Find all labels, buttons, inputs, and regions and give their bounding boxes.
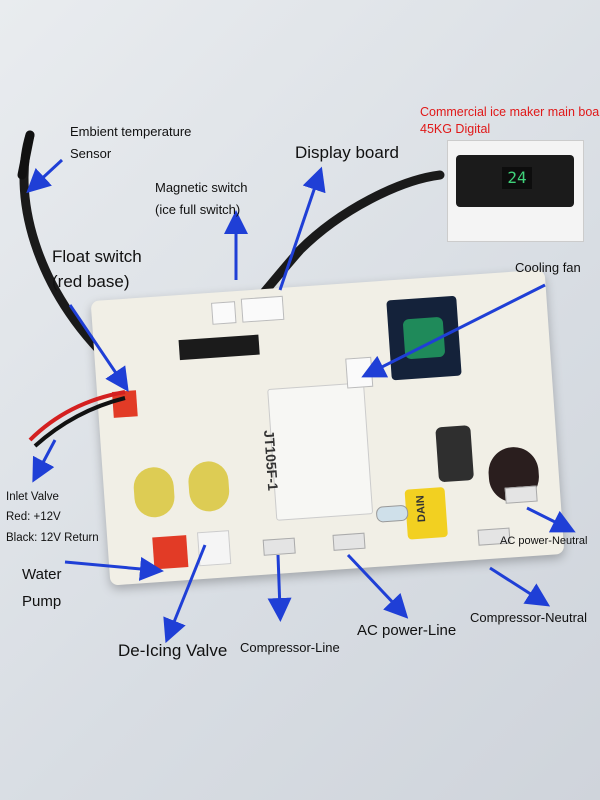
- label-compressor-neutral: Compressor-Neutral: [470, 610, 588, 625]
- label-water-pump: Water Pump: [22, 566, 62, 610]
- label-ac-power-neutral: AC power-Neutral: [500, 535, 588, 547]
- label-ambient-sensor: Embient temperature Sensor: [70, 124, 192, 162]
- label-float-switch: Float switch (red base): [52, 247, 142, 292]
- inset-title-line1: Commercial ice maker main board: [420, 105, 600, 119]
- display-panel: 24: [456, 155, 574, 207]
- label-magnetic-switch: Magnetic switch (ice full switch): [155, 180, 248, 218]
- arrow-compressor-line: [267, 554, 292, 622]
- arrow-ambient: [26, 158, 64, 194]
- arrow-ac-neutral: [526, 506, 576, 533]
- arrow-pump: [64, 556, 164, 581]
- arrow-comp-neutral: [489, 566, 551, 607]
- label-cooling-fan: Cooling fan: [515, 260, 581, 275]
- arrow-display: [278, 166, 326, 291]
- label-display-board: Display board: [295, 143, 399, 162]
- label-compressor-line: Compressor-Line: [240, 640, 340, 655]
- arrow-ac-line: [346, 553, 409, 619]
- label-deicing-valve: De-Icing Valve: [118, 641, 228, 660]
- inset-display-photo: 24: [447, 140, 584, 242]
- arrow-deicing: [163, 544, 207, 644]
- arrow-fan: [361, 283, 546, 378]
- arrow-float: [68, 304, 129, 392]
- label-ac-power-line: AC power-Line: [357, 622, 457, 639]
- arrow-inlet: [32, 439, 57, 483]
- inset-title-line2: 45KG Digital: [420, 121, 491, 136]
- inset-title: Commercial ice maker main board 45KG Dig…: [420, 104, 600, 138]
- label-inlet-valve: Inlet Valve Red: +12V Black: 12V Return: [6, 491, 99, 544]
- display-digits: 24: [502, 167, 532, 189]
